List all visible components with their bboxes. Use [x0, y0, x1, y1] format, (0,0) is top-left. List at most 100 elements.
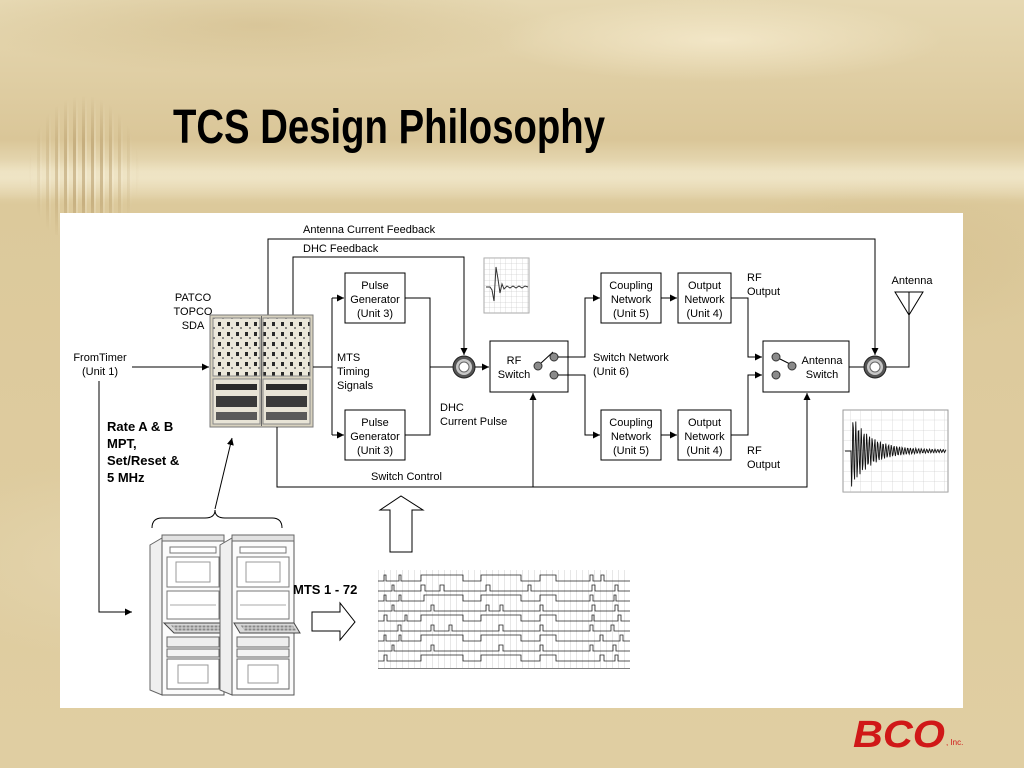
cabinet-brace: [151, 509, 283, 529]
block-label: Generator: [350, 431, 400, 443]
antenna-element: [894, 291, 924, 316]
block-label: (Unit 4): [686, 308, 722, 320]
antenna-switch: Antenna Switch: [762, 340, 850, 393]
block-label: Switch: [498, 369, 530, 381]
dhc-pulse-scope-image: [483, 257, 530, 314]
timer-to-mts-arrow: [98, 381, 132, 616]
set-reset-label: Set/Reset &: [107, 453, 179, 468]
block-label: Generator: [350, 294, 400, 306]
block-label: Pulse: [361, 280, 389, 292]
cabinet-panel-detail: [177, 664, 209, 684]
block-label: Output: [688, 280, 721, 292]
pulse-generator-box: [344, 272, 406, 324]
rack-panel-detail: [262, 317, 311, 377]
cabinet-panel: [236, 658, 290, 690]
antenna-current-scope-image: [842, 409, 949, 493]
mts-label: MTS: [337, 352, 360, 364]
dhc-current-sensor: [452, 355, 476, 379]
cabinet-panel: [169, 546, 217, 554]
from-timer-unit-label: (Unit 1): [82, 366, 118, 378]
rf-output-bottom-label: RF: [747, 445, 762, 457]
cabinet-monitor: [245, 561, 281, 583]
scope-waveform: [845, 421, 947, 487]
timing-trace: [378, 654, 630, 662]
cabinet-side: [149, 537, 163, 696]
block-label: Coupling: [609, 417, 652, 429]
scope-waveform: [486, 266, 529, 302]
antenna-switch-box: [762, 340, 850, 393]
dhc-feedback-label: DHC Feedback: [303, 243, 379, 255]
cabinet-panel: [166, 636, 220, 648]
coupling-network-box: [600, 272, 662, 324]
background-wave-decoration: [28, 95, 140, 235]
block-label: (Unit 5): [613, 308, 649, 320]
block-label: Network: [611, 431, 652, 443]
switch-contact: [771, 352, 781, 362]
switch-contact: [787, 361, 797, 371]
timing-trace: [378, 614, 630, 622]
rf-switch-box: [489, 340, 569, 393]
switch-to-coupling-bottom-arrow: [558, 374, 600, 439]
keyboard-keys: [170, 624, 233, 632]
pulse-generator-top: Pulse Generator (Unit 3): [344, 272, 406, 324]
logo-suffix: , Inc.: [946, 738, 963, 747]
block-label: (Unit 5): [613, 445, 649, 457]
sda-label: SDA: [182, 320, 205, 332]
switch-network-unit-label: (Unit 6): [593, 366, 629, 378]
block-label: Network: [611, 294, 652, 306]
rf-switch: RF Switch: [489, 340, 569, 393]
block-label: Network: [684, 431, 725, 443]
timing-trace: [378, 604, 630, 612]
rf-output-top-label: RF: [747, 272, 762, 284]
keyboard-keys: [240, 624, 297, 632]
mts-to-patco-arrow: [214, 437, 234, 510]
switch-to-coupling-top-arrow: [558, 294, 600, 358]
timing-traces: [378, 574, 630, 662]
block-label: (Unit 3): [357, 445, 393, 457]
output-network-bottom: Output Network (Unit 4): [677, 409, 732, 461]
mhz-label: 5 MHz: [107, 470, 145, 485]
rf-output-top-label: Output: [747, 286, 780, 298]
hollow-right-arrow: [311, 601, 356, 642]
switch-contact: [549, 370, 559, 380]
timing-trace: [378, 574, 630, 582]
coupling-network-bottom: Coupling Network (Unit 5): [600, 409, 662, 461]
cabinet-monitor: [175, 561, 211, 583]
switch-control-line: [276, 393, 811, 488]
timing-trace: [378, 634, 630, 642]
antenna-current-feedback-line: [267, 238, 879, 355]
coupling-network-top: Coupling Network (Unit 5): [600, 272, 662, 324]
sensor-core: [869, 361, 881, 373]
output-network-box: [677, 409, 732, 461]
timing-trace: [378, 594, 630, 602]
cabinet-panel: [239, 546, 287, 554]
cabinet-panel-detail: [247, 664, 279, 684]
output-network-top: Output Network (Unit 4): [677, 272, 732, 324]
block-label: Antenna: [802, 355, 844, 367]
cabinet-panel: [236, 648, 290, 658]
current-pulse-label: Current Pulse: [440, 416, 507, 428]
timing-diagram: [378, 570, 630, 669]
cabinet-panel: [166, 658, 220, 690]
switch-contact: [771, 370, 781, 380]
cabinet-panel: [236, 636, 290, 648]
hollow-up-arrow: [378, 495, 425, 553]
logo-name: BCO: [853, 714, 945, 756]
mts-range-label: MTS 1 - 72: [293, 582, 357, 597]
block-label: Pulse: [361, 417, 389, 429]
block-label: Switch: [806, 369, 838, 381]
antenna-current-feedback-label: Antenna Current Feedback: [303, 224, 436, 236]
background-band: [0, 160, 1024, 200]
rack-panel-detail: [266, 396, 307, 407]
switch-contact: [533, 361, 543, 371]
antenna-icon: [894, 291, 924, 316]
switch-contact: [549, 352, 559, 362]
antenna-label: Antenna: [892, 275, 934, 287]
mts-cabinet-right: [219, 534, 301, 696]
block-label: (Unit 3): [357, 308, 393, 320]
patco-label: PATCO: [175, 292, 212, 304]
output-bottom-to-antenna-switch-arrow: [731, 371, 762, 436]
switch-network-label: Switch Network: [593, 352, 669, 364]
topco-label: TOPCO: [174, 306, 213, 318]
patco-rack-image: [209, 314, 314, 428]
